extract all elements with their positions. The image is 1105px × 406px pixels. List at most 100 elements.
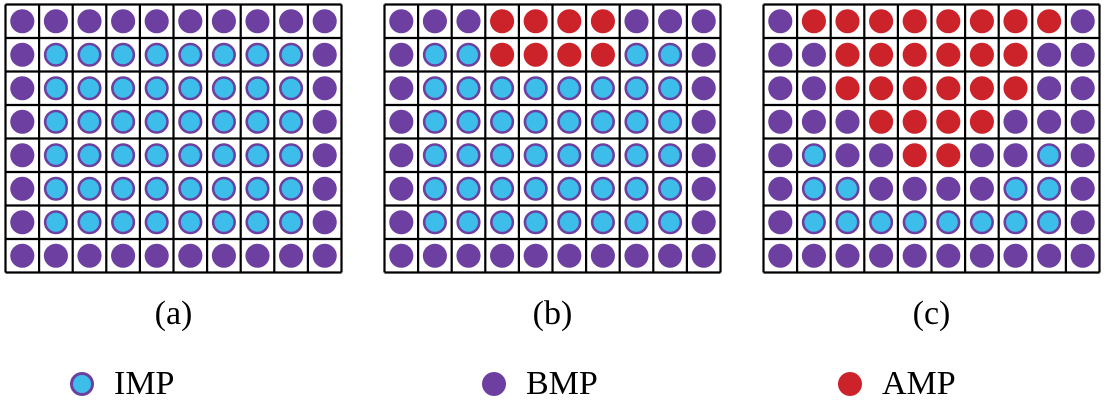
amp-dot bbox=[969, 42, 994, 67]
imp-dot bbox=[422, 143, 447, 168]
amp-dot bbox=[869, 9, 894, 34]
caption-a: (a) bbox=[154, 295, 193, 332]
imp-dot bbox=[590, 143, 615, 168]
imp-dot bbox=[279, 109, 304, 134]
bmp-dot bbox=[523, 243, 548, 268]
bmp-dot bbox=[111, 9, 136, 34]
imp-dot bbox=[77, 176, 102, 201]
amp-dot bbox=[869, 42, 894, 67]
bmp-dot bbox=[111, 243, 136, 268]
bmp-dot bbox=[312, 210, 337, 235]
grid-panel-a bbox=[4, 3, 343, 274]
bmp-dot bbox=[1037, 243, 1062, 268]
imp-dot bbox=[490, 76, 515, 101]
bmp-dot bbox=[1037, 42, 1062, 67]
imp-dot bbox=[43, 109, 68, 134]
bmp-dot bbox=[389, 109, 414, 134]
bmp-dot bbox=[869, 176, 894, 201]
imp-dot bbox=[211, 210, 236, 235]
imp-dot bbox=[77, 109, 102, 134]
bmp-dot bbox=[1070, 143, 1095, 168]
bmp-dot bbox=[768, 76, 793, 101]
imp-dot bbox=[245, 109, 270, 134]
bmp-dot bbox=[422, 243, 447, 268]
amp-dot bbox=[936, 42, 961, 67]
bmp-dot bbox=[835, 109, 860, 134]
bmp-dot bbox=[691, 176, 716, 201]
amp-dot bbox=[1003, 76, 1028, 101]
imp-dot bbox=[279, 176, 304, 201]
bmp-dot bbox=[178, 243, 203, 268]
bmp-dot bbox=[768, 176, 793, 201]
amp-dot bbox=[969, 9, 994, 34]
legend-label-bmp: BMP bbox=[526, 365, 598, 402]
bmp-dot bbox=[1070, 243, 1095, 268]
imp-dot bbox=[523, 76, 548, 101]
bmp-dot bbox=[1003, 109, 1028, 134]
grid-svg-a bbox=[4, 3, 343, 274]
imp-dot bbox=[211, 109, 236, 134]
imp-dot bbox=[178, 76, 203, 101]
bmp-dot bbox=[245, 243, 270, 268]
imp-dot bbox=[523, 176, 548, 201]
imp-dot bbox=[178, 42, 203, 67]
grid-svg-c bbox=[762, 3, 1101, 274]
caption-c: (c) bbox=[912, 295, 951, 332]
imp-dot bbox=[801, 143, 826, 168]
imp-dot bbox=[178, 143, 203, 168]
imp-dot bbox=[279, 210, 304, 235]
bmp-dot bbox=[691, 42, 716, 67]
bmp-dot bbox=[312, 143, 337, 168]
bmp-dot bbox=[10, 42, 35, 67]
bmp-dot bbox=[312, 9, 337, 34]
bmp-dot bbox=[144, 243, 169, 268]
bmp-dot bbox=[389, 176, 414, 201]
imp-dot bbox=[523, 210, 548, 235]
imp-dot bbox=[590, 76, 615, 101]
bmp-dot bbox=[456, 243, 481, 268]
imp-dot bbox=[111, 143, 136, 168]
imp-dot bbox=[869, 210, 894, 235]
imp-dot bbox=[245, 210, 270, 235]
imp-dot bbox=[624, 143, 649, 168]
imp-dot bbox=[801, 176, 826, 201]
amp-dot bbox=[936, 143, 961, 168]
imp-dot bbox=[43, 143, 68, 168]
imp-dot bbox=[422, 210, 447, 235]
bmp-dot bbox=[211, 243, 236, 268]
bmp-dot bbox=[936, 176, 961, 201]
imp-dot bbox=[658, 210, 683, 235]
imp-dot bbox=[658, 42, 683, 67]
imp-dot bbox=[456, 42, 481, 67]
bmp-dot bbox=[691, 143, 716, 168]
bmp-dot bbox=[10, 176, 35, 201]
imp-dot bbox=[1003, 210, 1028, 235]
amp-dot-icon bbox=[838, 372, 862, 396]
amp-dot bbox=[835, 42, 860, 67]
bmp-dot bbox=[691, 109, 716, 134]
bmp-dot bbox=[624, 243, 649, 268]
legend-item-imp: IMP bbox=[70, 362, 174, 406]
imp-dot bbox=[902, 210, 927, 235]
imp-dot bbox=[490, 210, 515, 235]
bmp-dot bbox=[10, 143, 35, 168]
bmp-dot bbox=[969, 143, 994, 168]
bmp-dot bbox=[691, 210, 716, 235]
bmp-dot bbox=[691, 9, 716, 34]
imp-dot bbox=[523, 143, 548, 168]
imp-dot bbox=[456, 210, 481, 235]
imp-dot bbox=[658, 143, 683, 168]
imp-dot bbox=[1037, 143, 1062, 168]
bmp-dot bbox=[245, 9, 270, 34]
imp-dot bbox=[624, 76, 649, 101]
imp-dot bbox=[144, 76, 169, 101]
bmp-dot bbox=[10, 9, 35, 34]
bmp-dot bbox=[178, 9, 203, 34]
imp-dot bbox=[624, 176, 649, 201]
bmp-dot bbox=[801, 42, 826, 67]
imp-dot bbox=[77, 210, 102, 235]
bmp-dot bbox=[1070, 109, 1095, 134]
imp-dot bbox=[111, 76, 136, 101]
bmp-dot bbox=[902, 243, 927, 268]
bmp-dot bbox=[1003, 143, 1028, 168]
